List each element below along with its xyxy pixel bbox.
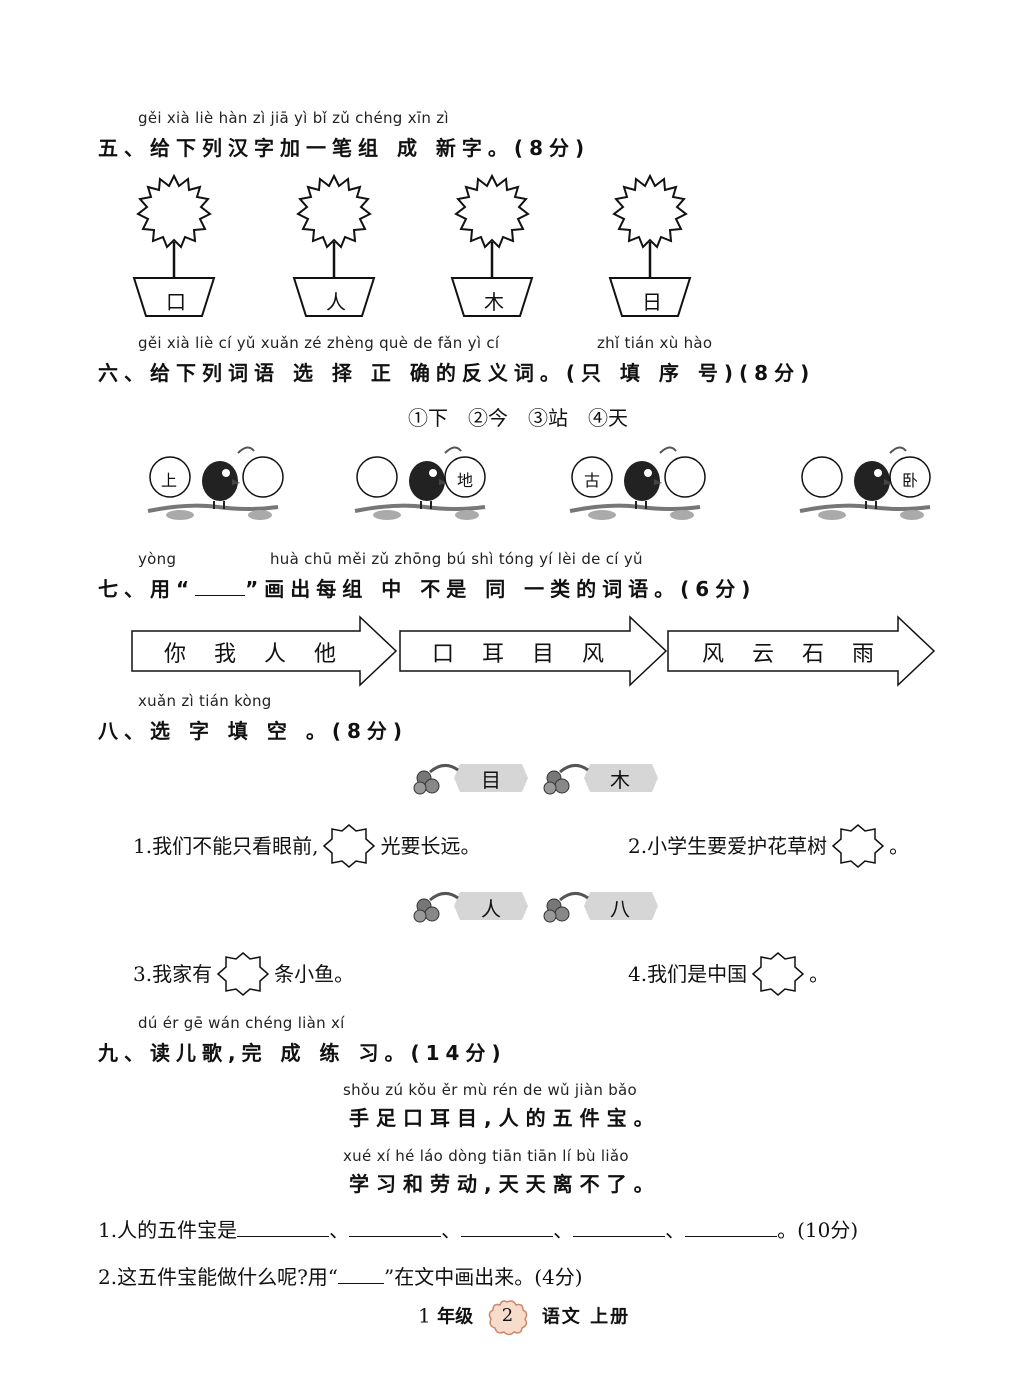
cherry-tag-icon (413, 764, 528, 795)
bird-on-branch-icon (568, 445, 706, 522)
fill-question-4: 4.我们是中国。 (628, 951, 829, 996)
star-answer-box[interactable] (212, 951, 274, 997)
bird-circle-left: 古 (584, 471, 601, 490)
poem-line-2: 学习和劳动,天天离不了。 (349, 1172, 661, 1196)
word-group-2: 口 耳 目 风 (418, 634, 618, 670)
fill-question-1: 1.我们不能只看眼前,光要长远。 (133, 823, 480, 868)
word-item[interactable]: 雨 (851, 642, 874, 667)
flower-pot-icon (608, 173, 692, 317)
word-item[interactable]: 他 (313, 642, 336, 667)
answer-blank[interactable] (349, 1218, 442, 1237)
cherry-tag-icon (543, 892, 658, 923)
word-item[interactable]: 风 (581, 642, 604, 667)
cherry-tag-icon (413, 892, 528, 923)
word-item[interactable]: 你 (163, 642, 186, 667)
word-item[interactable]: 石 (801, 642, 824, 667)
flower-pots-illustration (132, 173, 692, 317)
section8-heading: 八、选 字 填 空 。(8分) (98, 719, 409, 743)
choice-char: 木 (610, 768, 630, 792)
section6-pinyin: gěi xià liè cí yǔ xuǎn zé zhèng què de f… (138, 334, 500, 352)
section5-heading: 五、给下列汉字加一笔组 成 新字。(8分) (98, 136, 591, 160)
flower-pot-icon (132, 173, 216, 317)
star-answer-box[interactable] (747, 951, 809, 997)
section5-pinyin: gěi xià liè hàn zì jiā yì bǐ zǔ chéng xī… (138, 109, 449, 127)
question-9-1: 1.人的五件宝是、、、、。(10分) (98, 1218, 859, 1242)
section7-pinyin-a: yòng (138, 550, 177, 568)
poem-line-1: 手足口耳目,人的五件宝。 (349, 1106, 661, 1130)
flower-pot-icon (292, 173, 376, 317)
section8-pinyin: xuǎn zì tián kòng (138, 692, 272, 710)
cherry-tag-icon (543, 764, 658, 795)
bird-circle-left: 上 (161, 471, 178, 490)
bird-circle-right: 地 (457, 471, 474, 490)
underline-sample (195, 577, 246, 596)
fill-question-3: 3.我家有条小鱼。 (133, 951, 354, 996)
section6-heading: 六、给下列词语 选 择 正 确的反义词。(只 填 序 号)(8分) (98, 361, 816, 385)
section7-pinyin-b: huà chū měi zǔ zhōng bú shì tóng yí lèi … (270, 550, 643, 568)
pot-character: 木 (484, 290, 504, 314)
star-answer-box[interactable] (318, 823, 380, 869)
word-item[interactable]: 耳 (481, 642, 504, 667)
answer-blank[interactable] (685, 1218, 778, 1237)
choice-char: 目 (481, 768, 501, 792)
poem-line-1-pinyin: shǒu zú kǒu ěr mù rén de wǔ jiàn bǎo (343, 1081, 638, 1099)
answer-blank[interactable] (461, 1218, 554, 1237)
bird-on-branch-icon (353, 445, 487, 522)
section7-heading: 七、用“”画出每组 中 不是 同 一类的词语。(6分) (98, 577, 757, 601)
antonym-options: ①下 ②今 ③站 ④天 (408, 406, 628, 430)
word-item[interactable]: 口 (431, 642, 454, 667)
word-group-arrows (131, 615, 936, 687)
flower-badge-icon (489, 1300, 528, 1335)
word-item[interactable]: 风 (701, 642, 724, 667)
word-group-3: 风 云 石 雨 (688, 634, 888, 670)
word-item[interactable]: 云 (751, 642, 774, 667)
fill-question-2: 2.小学生要爱护花草树。 (628, 823, 909, 868)
flower-pot-icon (450, 173, 534, 317)
page-footer: 1 年级 2 语文 上册 (418, 1299, 630, 1335)
section6-pinyin-2: zhǐ tián xù hào (597, 334, 713, 352)
section9-heading: 九、读儿歌,完 成 练 习。(14分) (98, 1041, 507, 1065)
word-group-1: 你 我 人 他 (150, 634, 350, 670)
answer-blank[interactable] (573, 1218, 666, 1237)
word-item[interactable]: 目 (531, 642, 554, 667)
pot-character: 日 (642, 290, 662, 314)
underline-sample (338, 1265, 385, 1284)
subject-label: 语文 上册 (541, 1306, 631, 1328)
choice-tags-row-2 (413, 892, 658, 923)
pot-character: 口 (166, 290, 186, 314)
word-item[interactable]: 人 (263, 642, 286, 667)
question-9-2: 2.这五件宝能做什么呢?用“”在文中画出来。(4分) (98, 1265, 583, 1289)
choice-tags-row-1 (413, 764, 658, 795)
bird-on-branch-icon (146, 445, 284, 522)
answer-blank[interactable] (237, 1218, 330, 1237)
grade-label: 年级 (437, 1306, 474, 1328)
section9-pinyin: dú ér gē wán chéng liàn xí (138, 1014, 345, 1032)
poem-line-2-pinyin: xué xí hé láo dòng tiān tiān lí bù liǎo (343, 1147, 629, 1165)
grade-number: 1 (418, 1303, 431, 1328)
word-item[interactable]: 我 (213, 642, 236, 667)
bird-on-branch-icon (798, 445, 932, 522)
bird-circle-right: 卧 (902, 471, 919, 490)
bird-branches-illustration (146, 445, 932, 522)
choice-char: 人 (481, 897, 501, 921)
choice-char: 八 (610, 897, 630, 921)
page-number: 2 (501, 1305, 514, 1326)
page-badge: 2 (485, 1299, 529, 1335)
star-answer-box[interactable] (827, 823, 889, 869)
pot-character: 人 (326, 290, 346, 314)
